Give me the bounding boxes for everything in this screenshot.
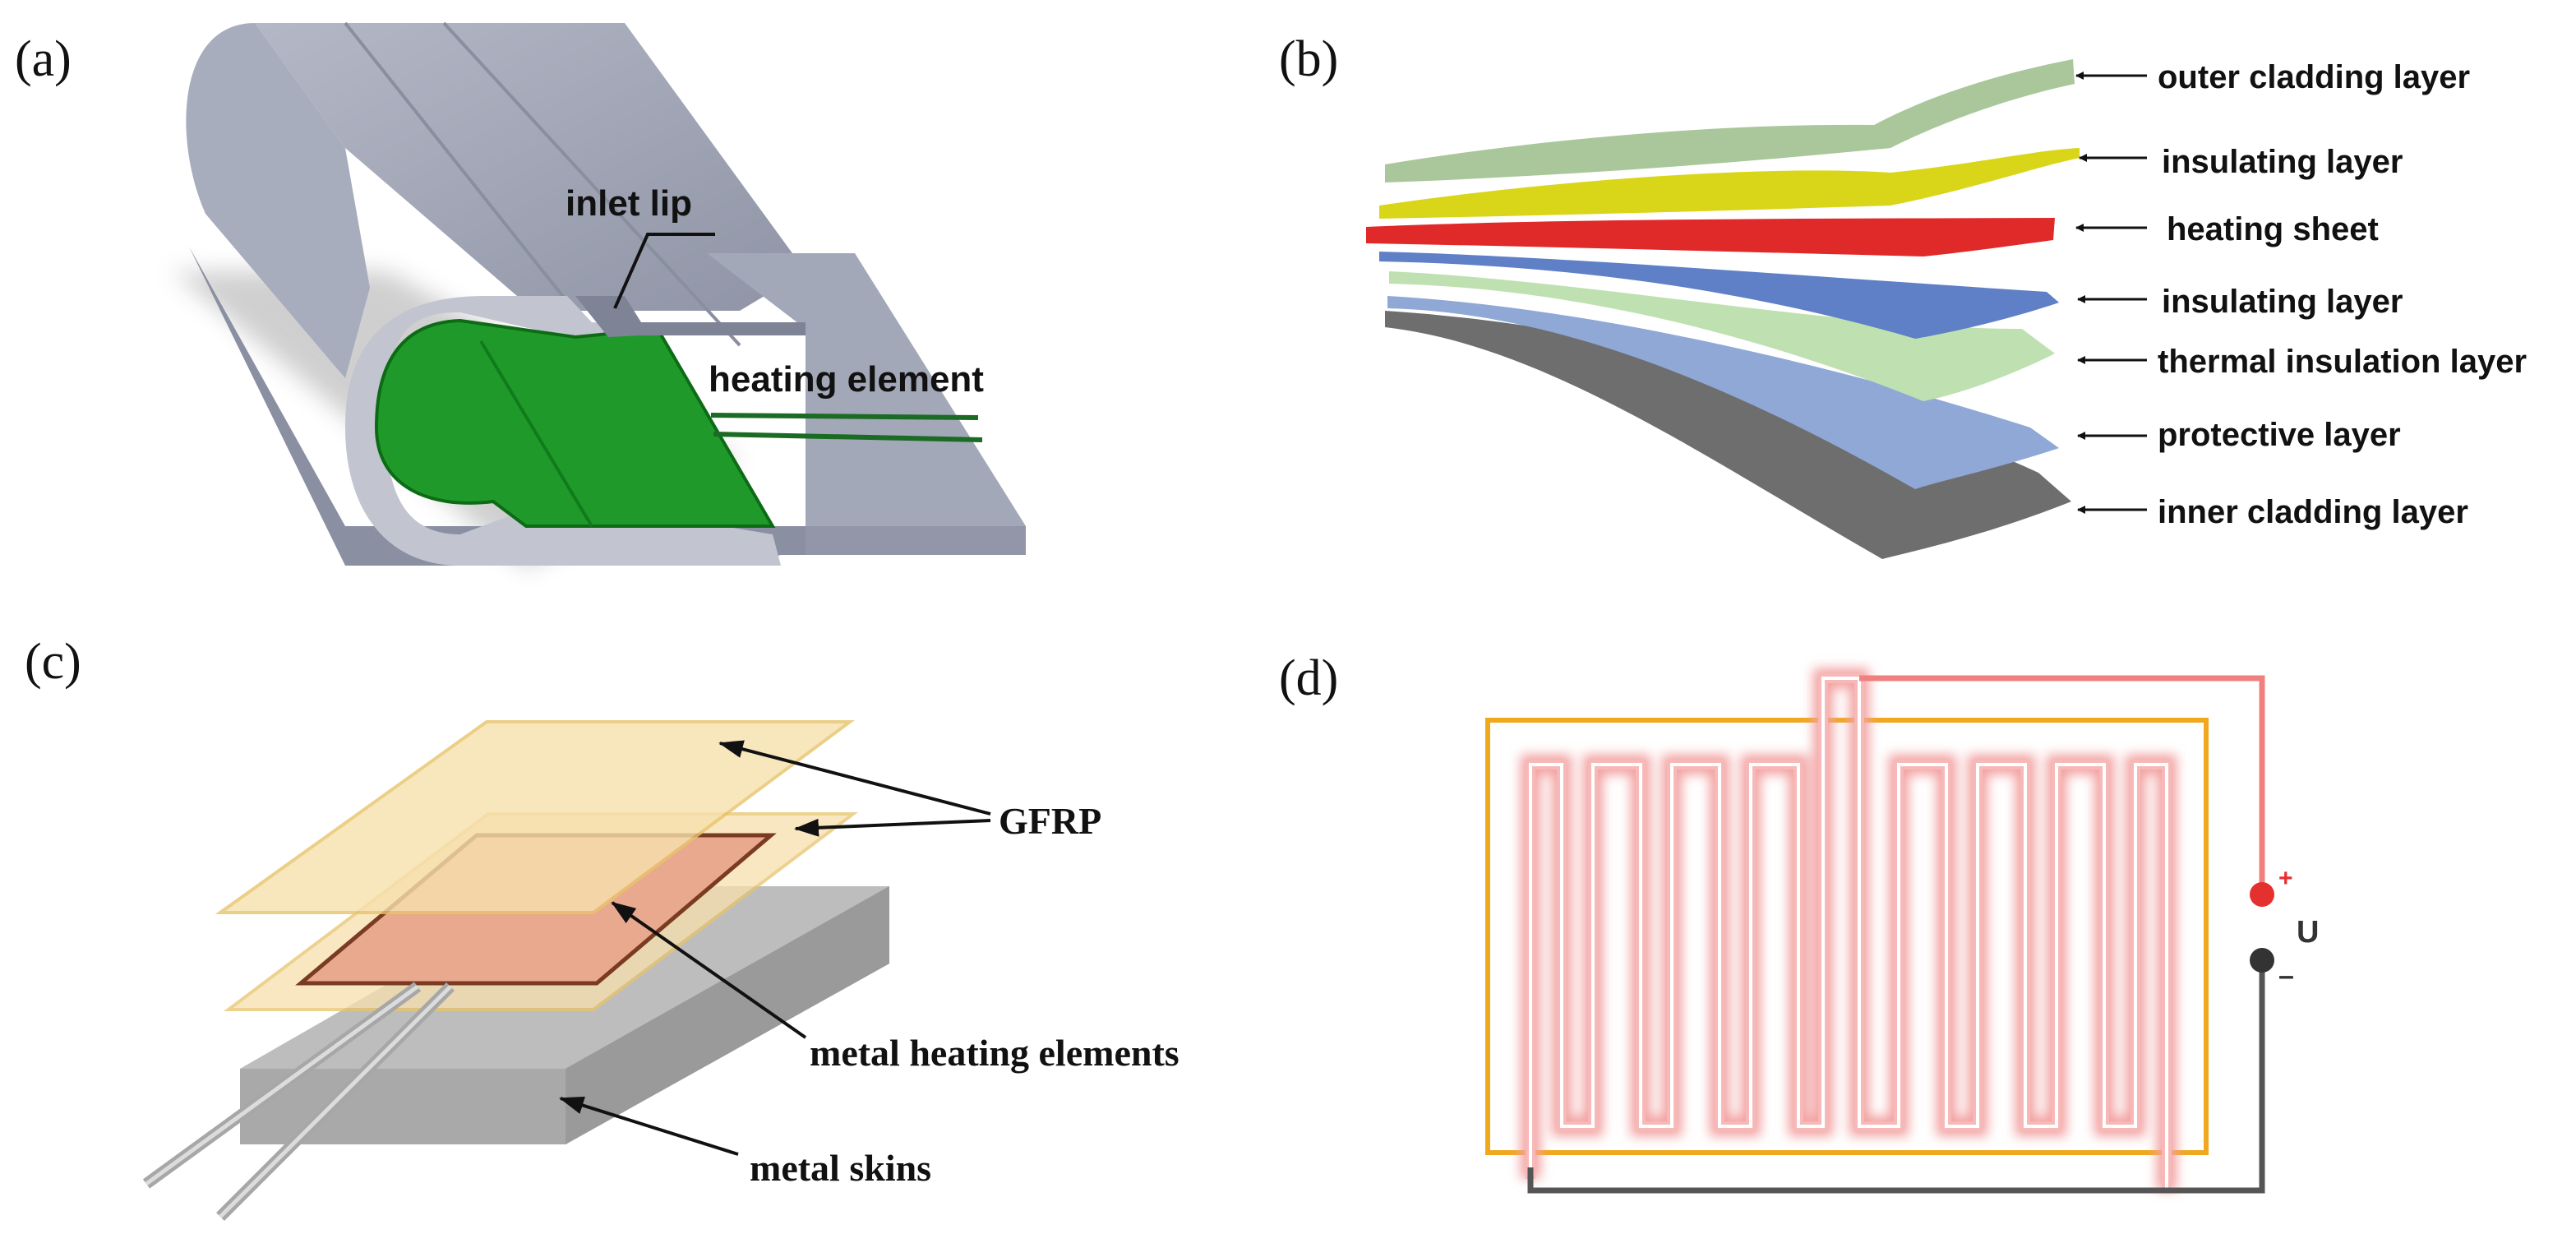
inlet-lip-step (575, 296, 806, 337)
heating-element-body (374, 318, 776, 528)
gfrp-arrow-upper (718, 740, 991, 816)
metal-skins-label: metal skins (750, 1147, 931, 1189)
panel-c: (c) GFRP metal heating elements metal sk… (25, 634, 1180, 1221)
negative-sign: – (2278, 960, 2294, 991)
leading-edge-top-surface (255, 23, 806, 311)
trailing-upper-skin (707, 253, 1026, 526)
heating-wire-1 (710, 413, 979, 420)
layer-label-outer-cladding: outer cladding layer (2158, 59, 2470, 95)
positive-sign: + (2278, 865, 2293, 892)
panel-a-label: (a) (15, 31, 72, 87)
heater-trace-glow (1521, 668, 2177, 1190)
heating-elements-arrow (611, 901, 807, 1039)
panel-d-label: (d) (1279, 650, 1338, 706)
panel-a: (a) inlet lip heating element (15, 21, 1026, 567)
heater-trace-core (1529, 677, 2168, 1190)
heater-lead-2-highlight (219, 985, 452, 1218)
heating-element-seam (479, 340, 593, 528)
negative-terminal (2250, 948, 2274, 973)
layer-label-protective: protective layer (2158, 417, 2401, 453)
layer-label-insulating-lower: insulating layer (2162, 284, 2403, 320)
negative-wire (1527, 964, 2265, 1194)
panel-b-label: (b) (1279, 31, 1338, 87)
layer-protective (1387, 296, 2059, 489)
gfrp-upper-sheet (215, 720, 856, 914)
layer-label-thermal-insulation: thermal insulation layer (2158, 344, 2527, 380)
heating-element-label: heating element (709, 359, 984, 400)
layer-insulating-lower (1379, 252, 2059, 339)
metal-skin-front (566, 886, 889, 1144)
trailing-side-face (806, 329, 1026, 555)
inlet-lip-leader (613, 233, 715, 309)
layer-label-inner-cladding: inner cladding layer (2158, 494, 2468, 530)
inlet-lip-label: inlet lip (566, 183, 692, 224)
metal-skin-end (240, 1069, 566, 1144)
layer-thermal-insulation (1389, 271, 2055, 401)
positive-terminal (2250, 882, 2274, 907)
layer-label-insulating-upper: insulating layer (2162, 144, 2403, 180)
layer-label-heating-sheet: heating sheet (2167, 211, 2379, 247)
leading-edge-nose (186, 23, 370, 378)
metal-skins-arrow (559, 1096, 739, 1156)
layer-outer-cladding (1385, 59, 2075, 183)
heater-frame (1485, 718, 2209, 1155)
layer-inner-cladding (1385, 311, 2071, 559)
panel-c-label: (c) (25, 634, 81, 690)
metal-heating-elements-label: metal heating elements (810, 1032, 1180, 1074)
gfrp-arrow-lower (794, 818, 991, 837)
layer-insulating-upper (1379, 148, 2080, 219)
heater-lead-1-highlight (145, 984, 419, 1186)
surface-crease-line (442, 21, 741, 347)
gfrp-label: GFRP (999, 800, 1101, 842)
layer-heating-sheet (1366, 218, 2055, 257)
positive-wire (1859, 675, 2265, 893)
panel-d: (d) + – U (1279, 650, 2319, 1194)
panel-b: (b) outer cladding layer insulating laye… (1279, 31, 2527, 559)
heating-wire-2 (713, 432, 983, 442)
serpentine-heater (1521, 668, 2177, 1190)
voltage-label: U (2297, 915, 2319, 950)
